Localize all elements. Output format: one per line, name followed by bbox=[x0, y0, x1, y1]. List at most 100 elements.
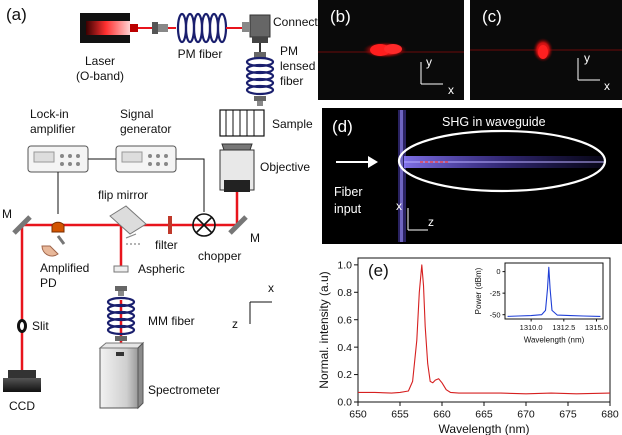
inset-series-line bbox=[507, 266, 601, 317]
panel-label-e: (e) bbox=[368, 261, 389, 280]
main-ytick-label: 0.8 bbox=[337, 287, 352, 299]
laser bbox=[80, 13, 138, 43]
fiber-connector-left bbox=[152, 22, 168, 34]
pm-fiber-coil bbox=[176, 12, 228, 44]
flip-mirror bbox=[109, 205, 147, 245]
panel-c-axis-y: y bbox=[584, 51, 590, 65]
panel-d-image bbox=[322, 108, 622, 244]
lensed-fiber-connector-top bbox=[254, 52, 266, 58]
panel-d-axis-z: z bbox=[428, 215, 434, 229]
inset-ytick-label: -25 bbox=[490, 289, 501, 298]
panel-label-a: (a) bbox=[6, 5, 27, 24]
fiber-input-label-2: input bbox=[334, 202, 362, 216]
setup-axis-x: x bbox=[268, 281, 274, 295]
main-ytick-label: 0.4 bbox=[337, 342, 352, 354]
sample bbox=[219, 109, 265, 137]
main-ytick-label: 1.0 bbox=[337, 260, 352, 272]
main-xtick-label: 665 bbox=[475, 409, 493, 421]
spectrum-chart: 650 655 660 665 670 675 680 0.0 0.2 0.4 0.6 0.8 1.0W… bbox=[317, 257, 619, 435]
lockin-label-1: Lock-in bbox=[30, 107, 69, 121]
lensed-fiber-connector-bottom bbox=[254, 96, 266, 106]
panel-b-image bbox=[318, 0, 464, 100]
main-ytick-label: 0.0 bbox=[337, 397, 352, 409]
mm-fiber-coil bbox=[106, 296, 136, 336]
pm-lensed-label-2: lensed bbox=[280, 59, 315, 73]
main-xtick-label: 655 bbox=[391, 409, 409, 421]
main-xtick-label: 680 bbox=[601, 409, 619, 421]
pm-lensed-label-1: PM bbox=[280, 44, 298, 58]
panel-b-axes bbox=[420, 62, 443, 85]
signal-generator bbox=[115, 145, 177, 173]
setup-axis-z: z bbox=[232, 317, 238, 331]
inset-ylabel: Power (dBm) bbox=[474, 267, 483, 314]
panel-label-c: (c) bbox=[482, 7, 502, 26]
objective-label: Objective bbox=[260, 160, 310, 174]
mirror-right-label: M bbox=[250, 231, 260, 245]
ccd-label: CCD bbox=[9, 399, 35, 413]
spectrometer bbox=[98, 341, 145, 410]
panel-b-axis-y: y bbox=[426, 55, 432, 69]
lockin-amplifier bbox=[27, 145, 89, 173]
pm-lensed-label-3: fiber bbox=[280, 74, 303, 88]
panel-d-axis-x: x bbox=[396, 199, 402, 213]
fiber-input-arrow bbox=[336, 156, 378, 168]
connector bbox=[242, 14, 271, 43]
panel-c-image bbox=[470, 0, 622, 100]
inset-ytick-label: -50 bbox=[490, 310, 501, 319]
objective bbox=[219, 143, 255, 192]
chopper bbox=[192, 213, 216, 237]
aspheric-lens bbox=[113, 265, 129, 273]
panel-c-axis-x: x bbox=[604, 79, 610, 93]
sample-label: Sample bbox=[272, 117, 313, 131]
inset-xtick-label: 1310.0 bbox=[520, 323, 543, 332]
signal-gen-label-2: generator bbox=[120, 122, 171, 136]
inset-xlabel: Wavelength (nm) bbox=[524, 336, 585, 345]
mirror-left-label: M bbox=[2, 207, 12, 221]
main-xtick-label: 660 bbox=[433, 409, 451, 421]
main-xtick-label: 675 bbox=[559, 409, 577, 421]
panel-label-b: (b) bbox=[330, 7, 351, 26]
mm-fiber-connector-top bbox=[115, 286, 127, 296]
panel-d-title: SHG in waveguide bbox=[442, 115, 546, 129]
fiber-input-label-1: Fiber bbox=[334, 185, 362, 199]
amp-pd-label-1: Amplified bbox=[40, 261, 89, 275]
flip-mirror-label: flip mirror bbox=[98, 188, 148, 202]
inset-xtick-label: 1312.5 bbox=[552, 323, 575, 332]
setup-axes bbox=[249, 301, 272, 324]
laser-label-1: Laser bbox=[85, 54, 115, 68]
filter bbox=[168, 216, 172, 234]
mirror-right bbox=[228, 215, 248, 235]
lockin-label-2: amplifier bbox=[30, 122, 75, 136]
signal-gen-label-1: Signal bbox=[120, 107, 153, 121]
panel-d-axes bbox=[407, 208, 428, 231]
main-xtick-label: 670 bbox=[517, 409, 535, 421]
pm-lensed-fiber-coil bbox=[245, 56, 275, 96]
ccd-camera bbox=[3, 370, 41, 392]
inset-ytick-label: 0 bbox=[496, 267, 500, 276]
main-xtick-label: 650 bbox=[349, 409, 367, 421]
main-xlabel: Wavelength (nm) bbox=[439, 422, 530, 435]
slit-label: Slit bbox=[32, 319, 49, 333]
filter-label: filter bbox=[155, 238, 178, 252]
laser-label-2: (O-band) bbox=[76, 69, 124, 83]
connector-label: Connector bbox=[273, 15, 328, 29]
main-series-line bbox=[358, 264, 611, 395]
mm-fiber-label: MM fiber bbox=[148, 314, 195, 328]
signal-wires bbox=[57, 158, 205, 214]
panel-b-axis-x: x bbox=[448, 83, 454, 97]
main-ylabel: Normal. intensity (a.u) bbox=[317, 271, 331, 388]
inset-xtick-label: 1315.0 bbox=[585, 323, 608, 332]
mm-fiber-connector-bottom bbox=[115, 336, 127, 341]
inset-frame bbox=[504, 262, 604, 320]
pm-fiber-label: PM fiber bbox=[178, 47, 223, 61]
panel-c-axes bbox=[577, 58, 600, 81]
mirror-left bbox=[12, 215, 32, 235]
main-ytick-label: 0.2 bbox=[337, 369, 352, 381]
spectrometer-label: Spectrometer bbox=[148, 383, 220, 397]
chopper-label: chopper bbox=[198, 249, 241, 263]
main-ytick-label: 0.6 bbox=[337, 314, 352, 326]
aspheric-label: Aspheric bbox=[138, 262, 185, 276]
amp-pd-label-2: PD bbox=[40, 276, 57, 290]
